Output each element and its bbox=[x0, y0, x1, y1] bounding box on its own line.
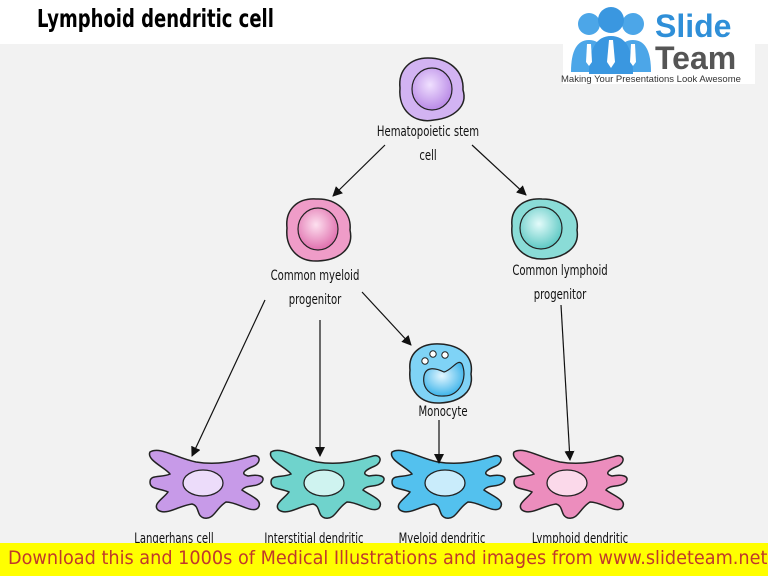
cmp-cell bbox=[286, 198, 352, 262]
arrow-clp-to-lymphoid-dc bbox=[560, 304, 575, 461]
interstitial-dendritic-cell bbox=[269, 449, 385, 519]
clp-label: Common lymphoid progenitor bbox=[496, 259, 624, 307]
myeloid-dendritic-cell bbox=[390, 449, 506, 519]
lymphoid-dendritic-cell bbox=[512, 449, 628, 519]
cmp-label-line1: Common myeloid bbox=[270, 268, 360, 284]
clp-cell bbox=[511, 198, 579, 260]
clp-label-line1: Common lymphoid bbox=[512, 263, 608, 279]
hsc-label-line2: cell bbox=[419, 148, 437, 164]
arrow-hsc-to-cmp bbox=[332, 144, 386, 197]
langerhans-cell bbox=[148, 449, 264, 519]
arrow-cmp-to-langerhans bbox=[191, 299, 266, 457]
logo-team-text: Team bbox=[655, 40, 737, 76]
clp-label-line2: progenitor bbox=[533, 287, 587, 303]
cmp-label-line2: progenitor bbox=[288, 292, 342, 308]
logo-tagline: Making Your Presentations Look Awesome bbox=[561, 74, 741, 85]
cmp-label: Common myeloid progenitor bbox=[251, 264, 379, 312]
hsc-label-line1: Hematopoietic stem bbox=[376, 124, 480, 140]
logo-slide-text: Slide bbox=[655, 8, 732, 44]
hsc-label: Hematopoietic stem cell bbox=[364, 120, 492, 168]
slideteam-logo[interactable]: Slide Team Making Your Presentations Loo… bbox=[561, 4, 755, 85]
download-banner[interactable]: Download this and 1000s of Medical Illus… bbox=[0, 543, 768, 576]
monocyte-cell bbox=[409, 343, 473, 404]
hsc-cell bbox=[399, 57, 465, 122]
people-icon bbox=[571, 7, 651, 74]
page-title: Lymphoid dendritic cell bbox=[37, 4, 274, 33]
monocyte-label: Monocyte bbox=[418, 404, 468, 420]
arrow-hsc-to-clp bbox=[471, 144, 527, 196]
arrow-cmp-to-monocyte bbox=[361, 291, 412, 346]
download-banner-text[interactable]: Download this and 1000s of Medical Illus… bbox=[8, 547, 768, 569]
